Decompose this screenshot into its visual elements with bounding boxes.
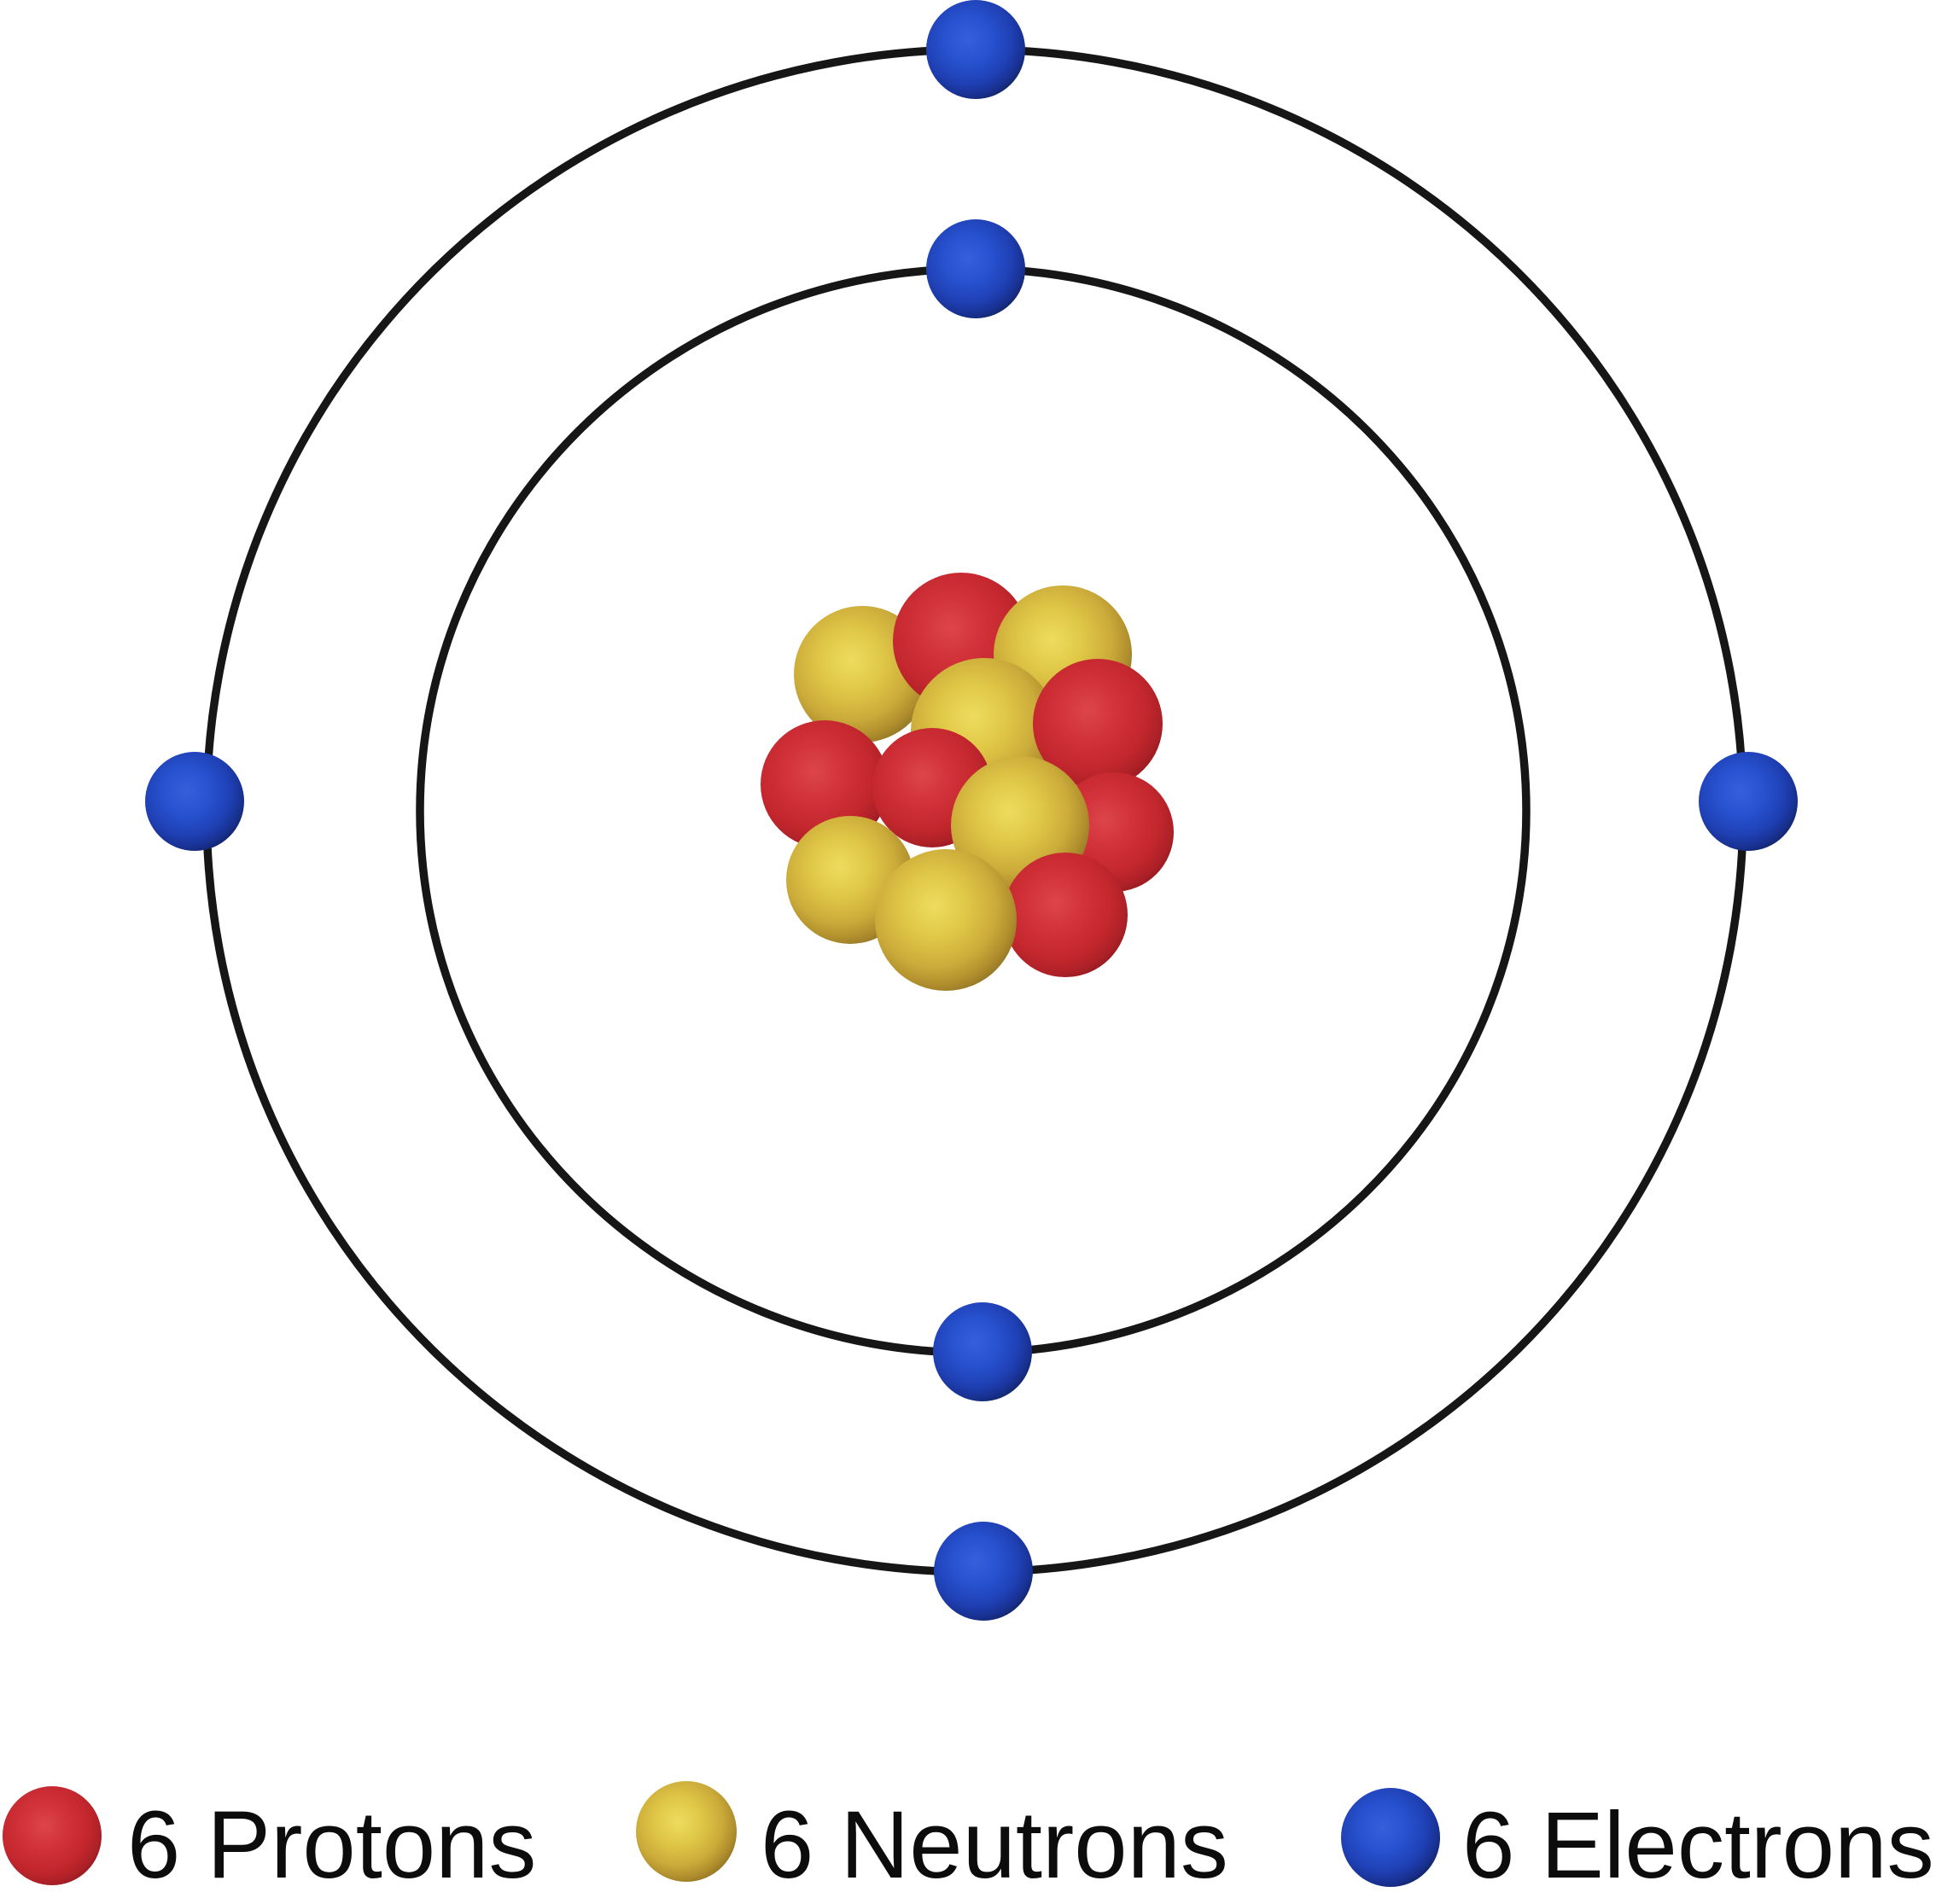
svg-text:6 Electrons: 6 Electrons [1462, 1793, 1934, 1898]
svg-text:6 Neutrons: 6 Neutrons [761, 1791, 1228, 1898]
svg-text:6 Protons: 6 Protons [127, 1791, 536, 1898]
